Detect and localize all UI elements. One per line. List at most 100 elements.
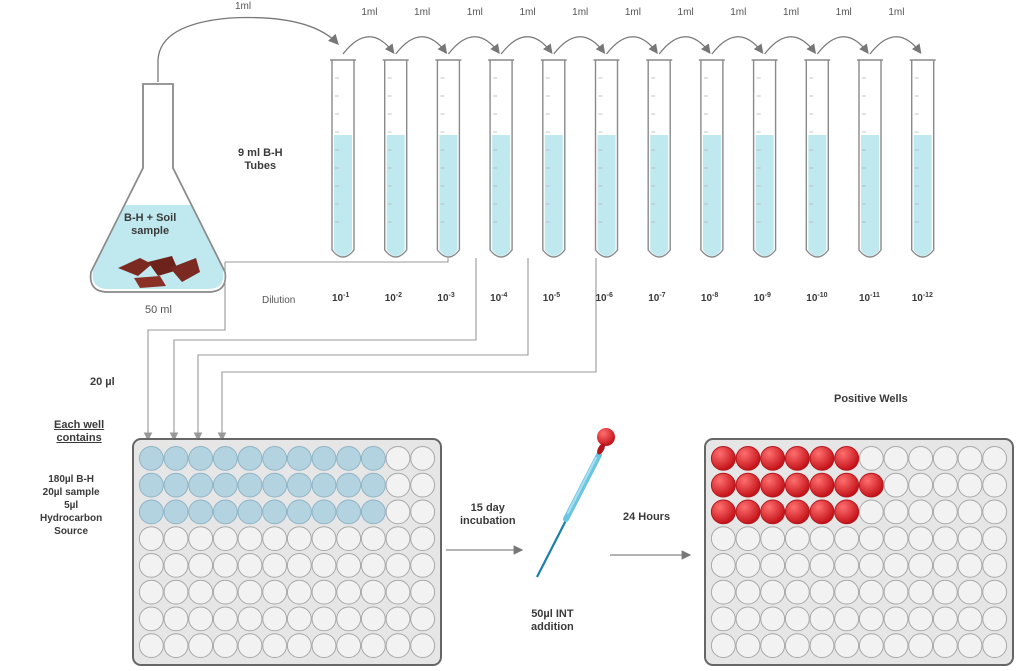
dilution-label: 10-6 <box>595 292 613 304</box>
empty-well <box>932 499 958 525</box>
transfer-volume-label: 1ml <box>730 7 747 18</box>
empty-well <box>784 526 810 552</box>
empty-well <box>188 552 214 578</box>
empty-well <box>237 552 263 578</box>
transfer-arrow <box>447 36 500 55</box>
sample-well <box>336 499 362 525</box>
empty-well <box>858 633 884 659</box>
empty-well <box>932 472 958 498</box>
sample-well <box>163 499 189 525</box>
transfer-volume-label: 1ml <box>782 7 800 18</box>
pipette-icon <box>536 428 615 578</box>
sample-well <box>262 499 288 525</box>
empty-well <box>262 579 288 605</box>
test-tube <box>488 59 515 258</box>
test-tube <box>593 59 620 258</box>
transfer-arrow <box>764 36 817 55</box>
flask <box>89 83 227 293</box>
empty-well <box>385 445 411 471</box>
sample-line <box>147 262 226 438</box>
dilution-label: 10-11 <box>859 292 880 304</box>
transfer-arrow <box>395 36 448 55</box>
empty-well <box>883 552 909 578</box>
positive-well <box>784 472 810 498</box>
transfer-volume-label: 1ml <box>519 7 536 18</box>
empty-well <box>982 499 1008 525</box>
empty-well <box>188 526 214 552</box>
positive-well <box>858 472 884 498</box>
transfer-volume-label: 1ml <box>414 7 431 18</box>
empty-well <box>710 579 736 605</box>
empty-well <box>957 526 983 552</box>
sample-well <box>138 499 164 525</box>
each-well-heading: Each well contains <box>54 419 105 444</box>
tube-liquid <box>492 135 511 256</box>
empty-well <box>410 472 436 498</box>
empty-well <box>410 606 436 632</box>
empty-well <box>784 579 810 605</box>
flask-contents-label: B-H + Soil sample <box>124 212 177 237</box>
sample-well <box>286 445 312 471</box>
int-addition-label: 50µl INT addition <box>531 608 574 633</box>
empty-well <box>410 526 436 552</box>
tube-liquid <box>544 135 563 256</box>
empty-well <box>262 526 288 552</box>
positive-well <box>735 499 761 525</box>
sample-well <box>212 499 238 525</box>
empty-well <box>957 472 983 498</box>
empty-well <box>385 606 411 632</box>
test-tube <box>646 59 673 258</box>
empty-well <box>336 552 362 578</box>
sample-volume-label: 20 µl <box>90 376 115 388</box>
empty-well <box>286 526 312 552</box>
dilution-label: 10-10 <box>806 292 828 304</box>
empty-well <box>957 633 983 659</box>
test-tube <box>698 59 725 258</box>
empty-well <box>883 579 909 605</box>
sample-well <box>311 499 337 525</box>
empty-well <box>858 499 884 525</box>
empty-well <box>710 606 736 632</box>
empty-well <box>138 526 164 552</box>
empty-well <box>188 579 214 605</box>
empty-well <box>286 579 312 605</box>
empty-well <box>883 499 909 525</box>
empty-well <box>410 633 436 659</box>
test-tube <box>540 59 567 258</box>
empty-well <box>311 552 337 578</box>
sample-well <box>286 472 312 498</box>
empty-well <box>735 526 761 552</box>
sample-well <box>311 472 337 498</box>
empty-well <box>908 633 934 659</box>
tube-liquid <box>755 135 774 256</box>
sample-well <box>163 472 189 498</box>
transfer-arrow <box>606 36 658 55</box>
positive-well <box>760 445 786 471</box>
test-tube <box>382 59 409 258</box>
transfer-arrow <box>816 36 869 55</box>
transfer-arrow <box>869 36 922 55</box>
empty-well <box>336 526 362 552</box>
dilution-heading: Dilution <box>262 295 296 306</box>
empty-well <box>834 606 860 632</box>
sample-well <box>336 445 362 471</box>
empty-well <box>957 499 983 525</box>
empty-well <box>311 633 337 659</box>
positive-well <box>834 499 860 525</box>
transfer-volume-label: 1ml <box>624 7 641 18</box>
empty-well <box>982 579 1008 605</box>
empty-well <box>908 552 934 578</box>
empty-well <box>237 579 263 605</box>
empty-well <box>858 552 884 578</box>
empty-well <box>735 633 761 659</box>
empty-well <box>735 552 761 578</box>
transfer-volume-label: 1ml <box>835 7 852 18</box>
empty-well <box>982 472 1008 498</box>
empty-well <box>834 526 860 552</box>
empty-well <box>932 633 958 659</box>
sample-line <box>173 258 477 438</box>
hours-label: 24 Hours <box>623 511 671 523</box>
plate-frame <box>704 438 1014 666</box>
empty-well <box>932 579 958 605</box>
empty-well <box>138 633 164 659</box>
